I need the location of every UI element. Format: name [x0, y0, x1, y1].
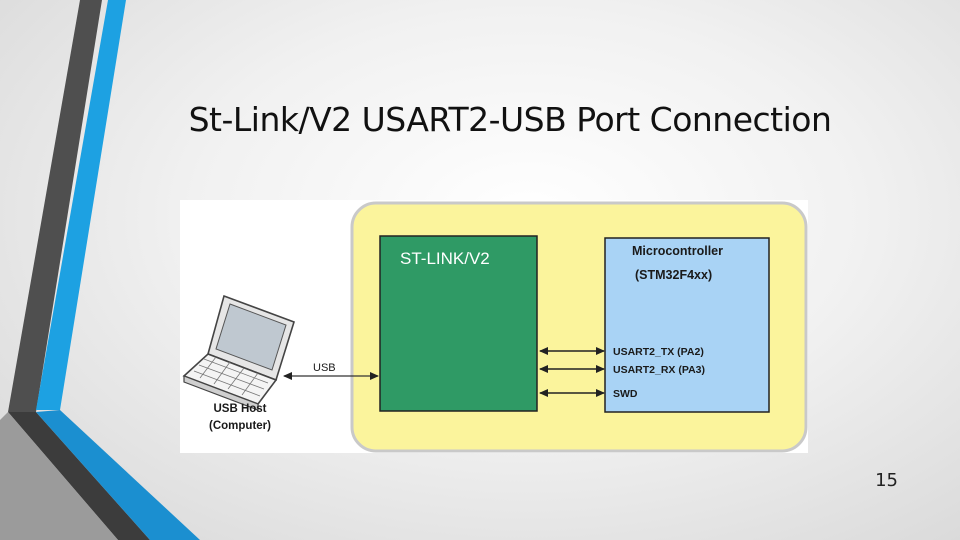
mcu-label: Microcontroller [632, 244, 723, 258]
pin-label-rx: USART2_RX (PA3) [613, 364, 705, 376]
mcu-block [605, 238, 769, 412]
mcu-part-label: (STM32F4xx) [635, 268, 712, 282]
pin-label-swd: SWD [613, 388, 638, 400]
host-label: USB Host [213, 403, 266, 415]
laptop-icon [184, 296, 294, 410]
page-number: 15 [875, 470, 898, 491]
stlink-label: ST-LINK/V2 [400, 249, 490, 268]
host-sublabel: (Computer) [209, 420, 271, 432]
pin-label-tx: USART2_TX (PA2) [613, 346, 704, 358]
connection-diagram: ST-LINK/V2 Microcontroller (STM32F4xx) U… [180, 200, 808, 453]
slide-title: St-Link/V2 USART2-USB Port Connection [0, 100, 960, 139]
usb-label: USB [313, 362, 336, 374]
